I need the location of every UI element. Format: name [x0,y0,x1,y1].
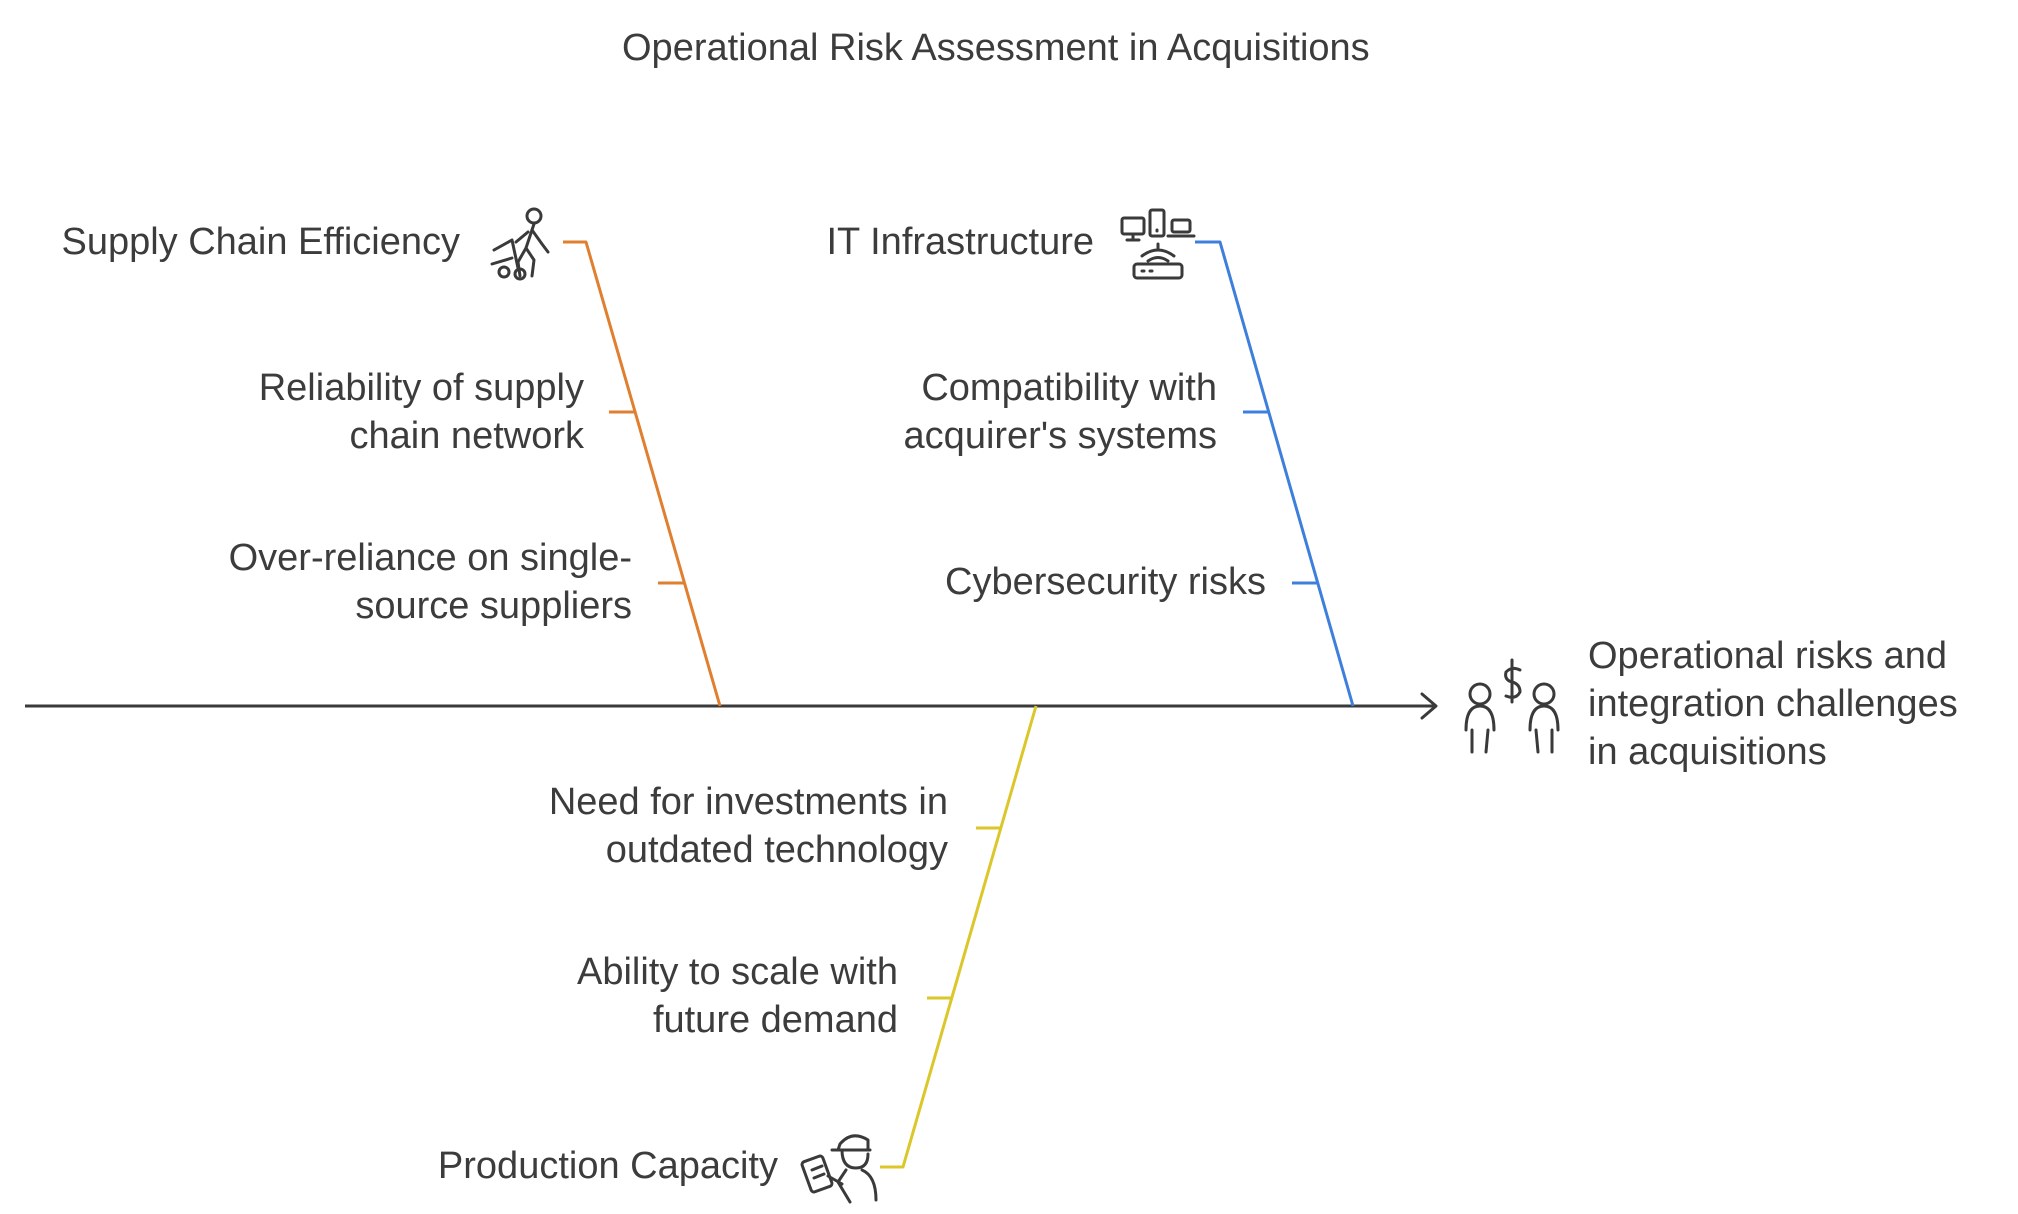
category-title-supply-chain: Supply Chain Efficiency [61,221,460,263]
bone-it-infrastructure [1195,240,1355,707]
effect-label: Operational risks and integration challe… [1588,632,1958,776]
effect-line-3: in acquisitions [1588,731,1827,773]
cause-investments-line-2: outdated technology [605,829,948,871]
diagram-title: Operational Risk Assessment in Acquisiti… [622,27,1370,69]
cause-reliability-line-2: chain network [349,415,584,457]
cause-compatibility-line-2: acquirer's systems [903,415,1217,457]
worker-clipboard-icon [800,1134,878,1204]
effect-line-2: integration challenges [1588,683,1958,725]
bone-it-infrastructure-line [1195,240,1355,707]
cause-over-reliance-line-1: Over-reliance on single- [228,537,632,579]
effect-line-1: Operational risks and [1588,635,1948,677]
cause-scale: Ability to scale with future demand [577,948,898,1044]
cause-compatibility-line-1: Compatibility with [921,367,1217,409]
cause-scale-line-2: future demand [652,999,898,1041]
cause-reliability: Reliability of supply chain network [259,364,584,460]
cause-reliability-line-1: Reliability of supply [258,367,584,409]
cause-scale-line-1: Ability to scale with [576,951,898,993]
bone-production-capacity-line [880,705,1038,1169]
bone-supply-chain [563,240,722,707]
spine-arrowhead [1420,692,1438,720]
cause-over-reliance-line-2: source suppliers [355,585,632,627]
category-title-production-capacity: Production Capacity [437,1145,778,1187]
people-money-icon [1464,658,1560,754]
cause-investments-line-1: Need for investments in [548,781,948,823]
cause-investments: Need for investments in outdated technol… [549,778,948,874]
cause-cybersecurity-line-1: Cybersecurity risks [945,561,1266,603]
cause-cybersecurity: Cybersecurity risks [945,558,1266,606]
bone-supply-chain-line [563,240,722,707]
worker-hand-truck-icon [490,207,550,281]
devices-router-icon [1120,208,1196,280]
cause-compatibility: Compatibility with acquirer's systems [904,364,1217,460]
bone-production-capacity [880,705,1038,1169]
category-title-it-infrastructure: IT Infrastructure [826,221,1094,263]
cause-over-reliance: Over-reliance on single- source supplier… [229,534,632,630]
